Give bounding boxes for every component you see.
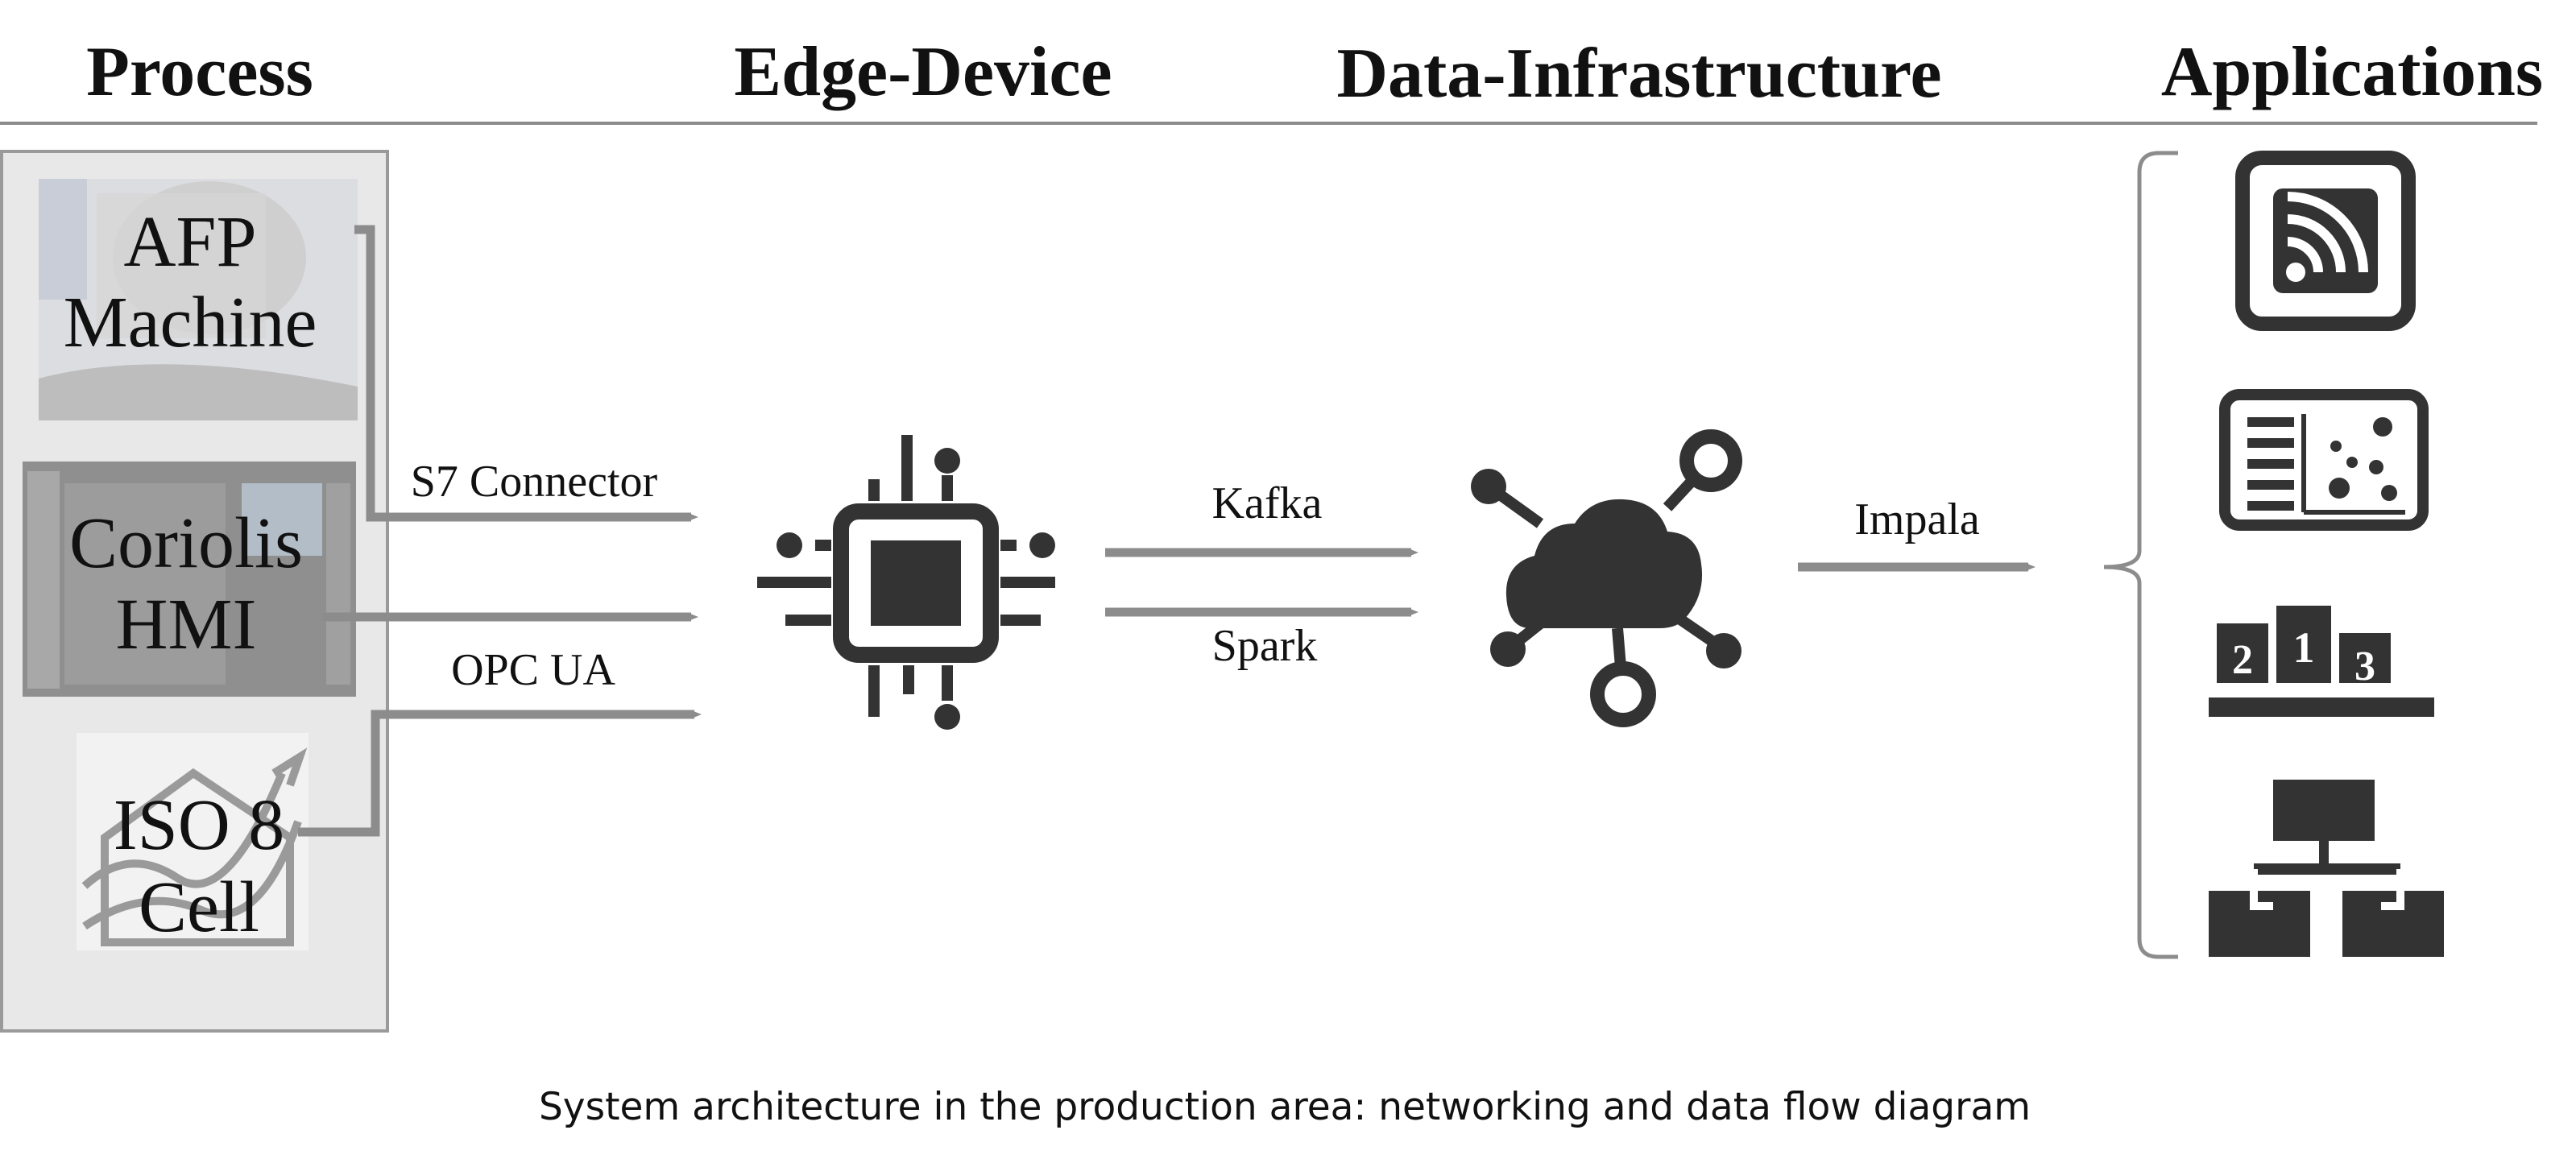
coriolis-label-line1: Coriolis [69,503,303,583]
coriolis-hmi-image [23,462,356,697]
applications-brace [2103,151,2178,959]
kafka-label: Kafka [1212,478,1323,528]
spark-label: Spark [1212,621,1318,671]
dashboard-scatter-icon [2219,389,2429,531]
afp-label-line2: Machine [64,283,317,362]
afp-machine-image [39,179,358,420]
iso-label-line2: Cell [139,867,259,947]
podium-second-place: 2 [2232,637,2253,683]
s7-connector-arrow [354,225,698,522]
opc-ua-connector-arrow [298,710,702,837]
header-data-infrastructure: Data-Infrastructure [1336,35,1941,113]
iso-cell-image [77,733,309,950]
header-edge-device: Edge-Device [734,33,1112,111]
figure-caption: System architecture in the production ar… [539,1085,2031,1129]
afp-label-line1: AFP [123,202,256,282]
iso-label-line1: ISO 8 [114,785,285,865]
rss-feed-icon [2235,151,2416,331]
cloud-network-icon [1471,429,1742,727]
s7-connector-label: S7 Connector [411,457,658,507]
podium-ranking-icon: 1 2 3 [2209,606,2434,717]
header-applications: Applications [2161,33,2543,111]
header-process: Process [86,33,313,111]
hierarchy-tree-icon [2209,780,2444,957]
opc-ua-label: OPC UA [451,645,615,695]
podium-third-place: 3 [2354,644,2375,689]
impala-label: Impala [1854,495,1980,544]
microchip-icon [757,435,1055,730]
coriolis-label-line2: HMI [116,585,257,664]
podium-first-place: 1 [2293,623,2315,672]
